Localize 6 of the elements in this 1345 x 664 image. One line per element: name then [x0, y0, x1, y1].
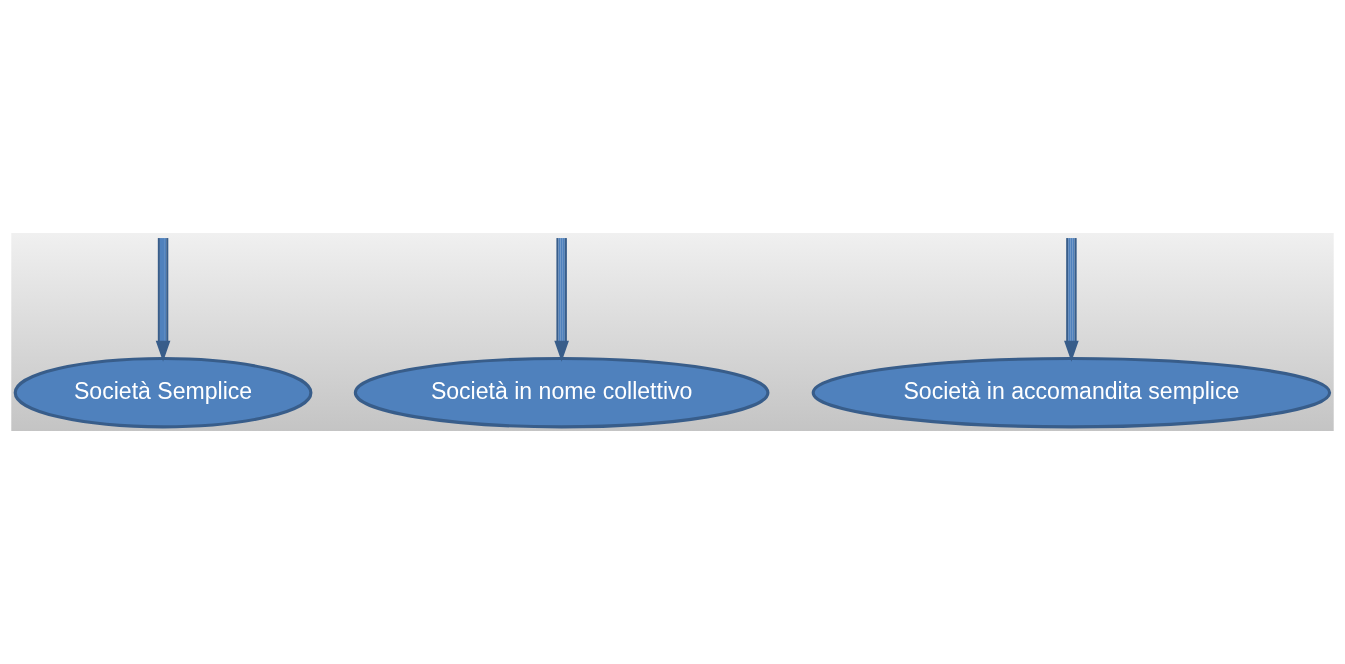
node-ellipse: Società Semplice	[13, 356, 313, 429]
arrow	[554, 238, 569, 362]
arrow	[1064, 238, 1079, 362]
node-ellipse: Società in accomandita semplice	[811, 356, 1332, 429]
node-ellipse: Società in nome collettivo	[353, 356, 770, 429]
arrow	[155, 238, 171, 362]
